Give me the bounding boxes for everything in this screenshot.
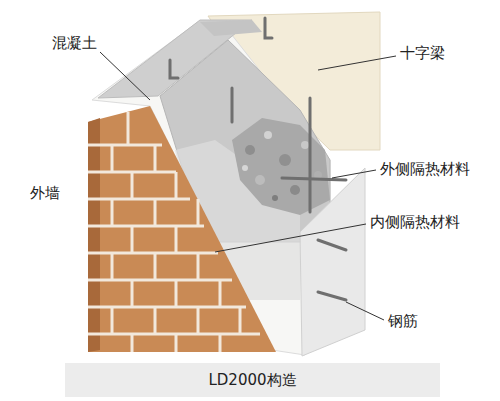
part-label: 外墙 bbox=[30, 184, 60, 202]
part-label: 钢筋 bbox=[388, 312, 418, 330]
part-label: 十字梁 bbox=[400, 44, 445, 62]
rebar bbox=[170, 18, 346, 300]
mortar-lines bbox=[88, 112, 260, 352]
concrete-top-corner bbox=[200, 20, 262, 36]
brick-wall bbox=[88, 106, 276, 352]
part-label: 混凝土 bbox=[52, 34, 97, 52]
aggregate-texture bbox=[232, 118, 330, 215]
caption: LD2000构造 bbox=[65, 371, 440, 390]
part-label: 内侧隔热材料 bbox=[370, 213, 460, 231]
part-label: 外侧隔热材料 bbox=[380, 160, 470, 178]
leader-lines bbox=[100, 52, 396, 320]
brick-side bbox=[88, 118, 100, 352]
caption-bar: LD2000构造 bbox=[65, 363, 440, 397]
